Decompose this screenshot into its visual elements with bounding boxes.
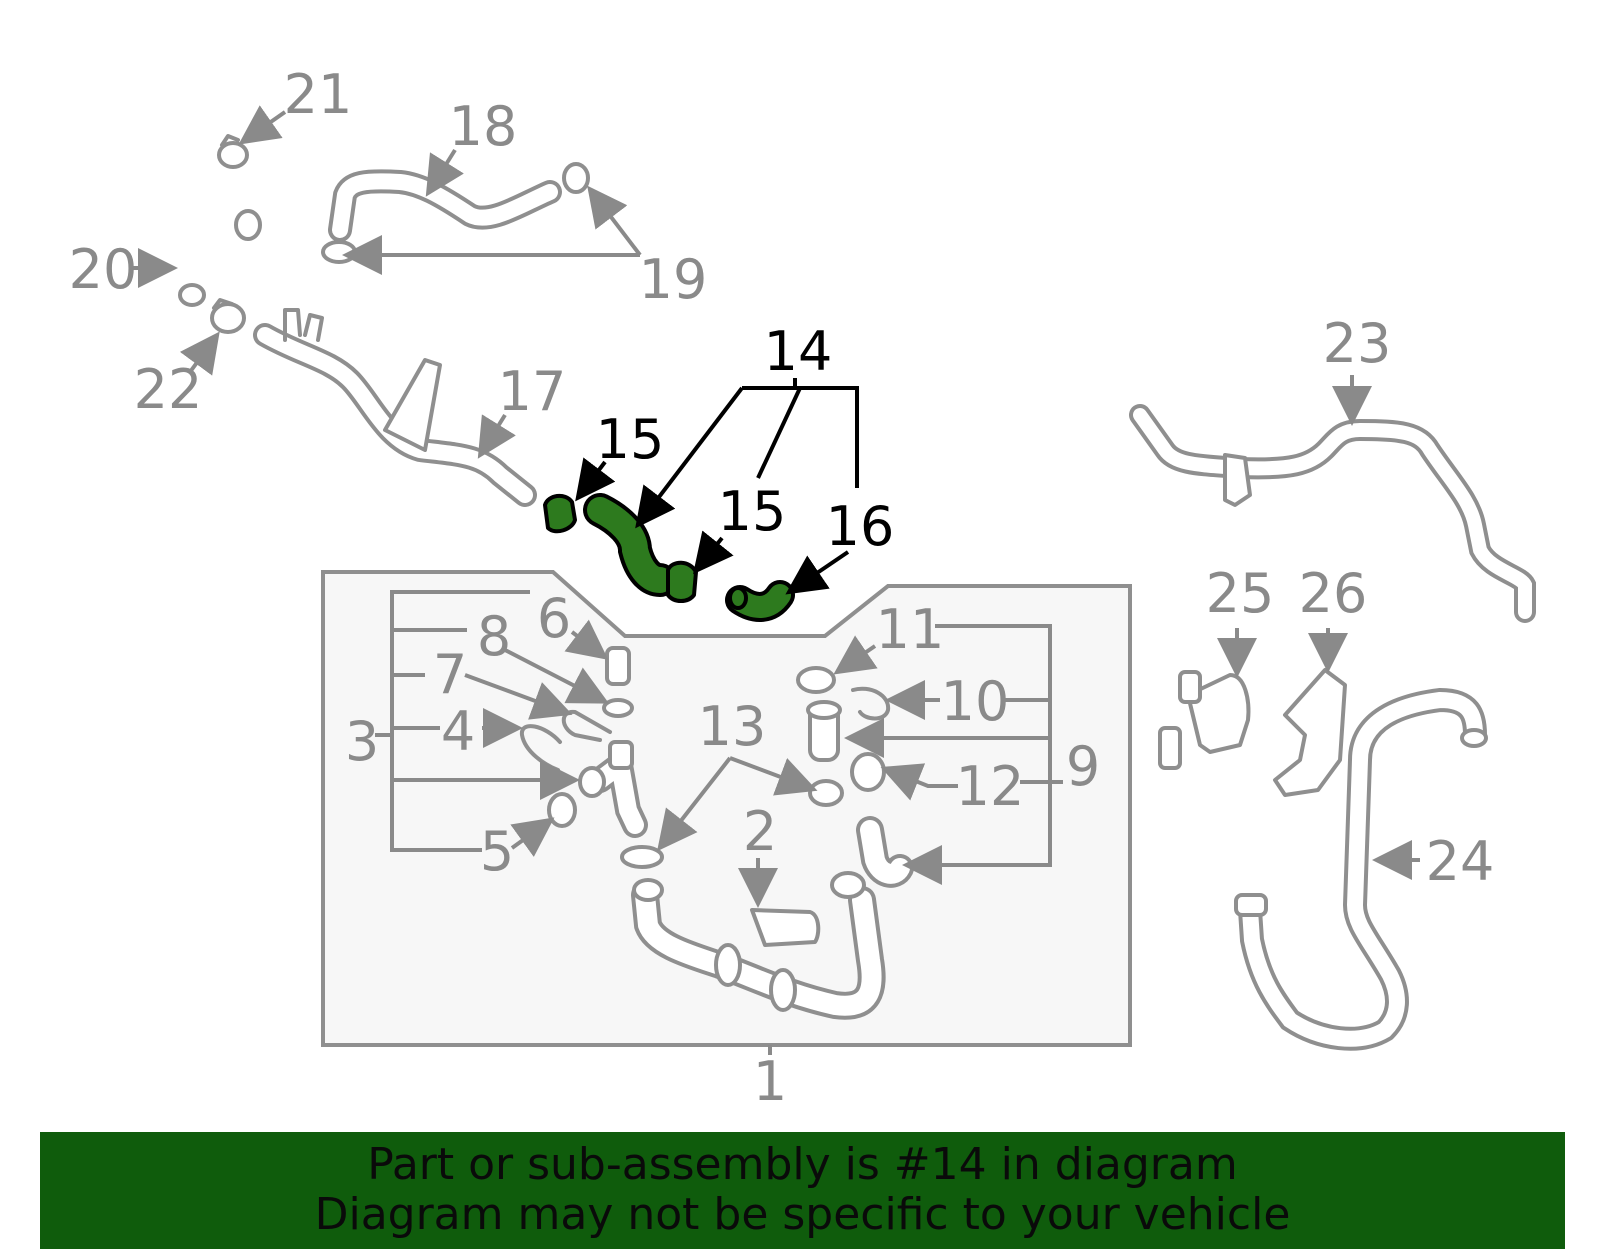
- part-14-hose: [583, 493, 677, 597]
- leader-lines-highlight: [575, 378, 859, 595]
- callout-6: 6: [537, 587, 571, 650]
- callout-7: 7: [433, 643, 467, 706]
- callout-24: 24: [1426, 830, 1495, 893]
- part-16-elbow: [725, 580, 795, 622]
- callout-20: 20: [69, 238, 138, 301]
- part-11-oring: [796, 666, 836, 694]
- part-9-elbow: [856, 816, 914, 888]
- leader-lines: [130, 105, 1420, 1055]
- part-15-clamp-left: [543, 493, 577, 534]
- parts-diagram: 1 2 3 4 5 6 7 8 9 10 11 12 13 14 15 15 1…: [69, 63, 1536, 1113]
- part-7-clip: [561, 709, 612, 742]
- callout-10: 10: [941, 670, 1010, 733]
- part-3-housing: [578, 740, 648, 838]
- part-23-pipe: [1129, 404, 1536, 623]
- banner-line-part: Part or sub-assembly is #14 in diagram: [367, 1139, 1238, 1190]
- part-26-bracket: [1273, 668, 1347, 797]
- callout-26: 26: [1299, 562, 1368, 625]
- part-12-clamp: [850, 752, 886, 792]
- callout-25: 25: [1206, 562, 1275, 625]
- callout-17: 17: [498, 360, 567, 423]
- part-13-hose: [631, 871, 886, 1020]
- callout-19: 19: [639, 248, 708, 311]
- callout-21: 21: [284, 63, 353, 126]
- callout-18: 18: [449, 95, 518, 158]
- part-24-hose: [1234, 687, 1488, 1051]
- part-5-oring: [547, 792, 577, 828]
- callout-1: 1: [753, 1050, 787, 1113]
- callout-5: 5: [480, 820, 514, 883]
- part-8-oring: [602, 698, 634, 718]
- callout-8: 8: [477, 605, 511, 668]
- callout-9: 9: [1066, 735, 1100, 798]
- part-21-clamp: [217, 134, 249, 169]
- notice-banner: Part or sub-assembly is #14 in diagram D…: [40, 1132, 1565, 1249]
- callout-11: 11: [876, 598, 945, 661]
- callout-15-right: 15: [718, 480, 787, 543]
- part-17-pipe: [253, 308, 537, 507]
- part-9-fitting: [806, 700, 842, 762]
- callout-labels: 1 2 3 4 5 6 7 8 9 10 11 12 13 14 15 15 1…: [69, 63, 1495, 1113]
- part-22-clamp: [210, 298, 246, 334]
- banner-line-disclaimer: Diagram may not be specific to your vehi…: [314, 1189, 1291, 1240]
- callout-23: 23: [1323, 312, 1392, 375]
- callout-16: 16: [826, 495, 895, 558]
- part-2-bracket: [750, 908, 821, 947]
- assembly-box: [321, 570, 1132, 1047]
- callout-2: 2: [743, 800, 777, 863]
- callout-3: 3: [345, 710, 379, 773]
- callout-14: 14: [764, 320, 833, 383]
- part-15-clamp-right: [666, 560, 698, 603]
- callout-22: 22: [134, 358, 203, 421]
- callout-13: 13: [698, 695, 767, 758]
- part-18-hose: [328, 169, 562, 242]
- part-20-hose: [174, 168, 279, 307]
- part-6-fitting: [605, 646, 631, 686]
- part-25-pump: [1158, 670, 1251, 770]
- callout-4: 4: [441, 700, 475, 763]
- callout-15-left: 15: [596, 408, 665, 471]
- callout-12: 12: [956, 755, 1025, 818]
